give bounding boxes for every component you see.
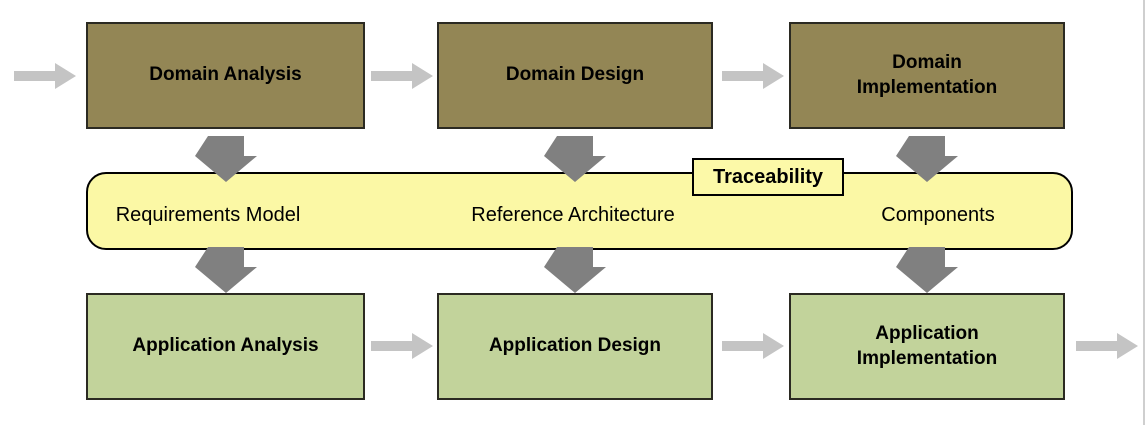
box-label: Application Analysis bbox=[132, 335, 319, 357]
right-arrow-icon bbox=[722, 63, 784, 89]
band-item-components: Components bbox=[881, 204, 995, 226]
box-label: Domain Implementation bbox=[856, 51, 998, 98]
band-item-requirements-model: Requirements Model bbox=[115, 204, 301, 226]
box-label: Domain Analysis bbox=[149, 64, 302, 86]
down-arrow-icon bbox=[896, 247, 958, 293]
right-arrow-icon bbox=[371, 63, 433, 89]
box-label: Application Design bbox=[488, 335, 662, 357]
box-label: Application Implementation bbox=[856, 322, 998, 369]
down-arrow-icon bbox=[544, 247, 606, 293]
right-arrow-icon bbox=[14, 63, 76, 89]
traceability-tag-label: Traceability bbox=[712, 165, 824, 188]
page-right-border bbox=[1143, 0, 1145, 425]
down-arrow-icon bbox=[896, 136, 958, 182]
domain-implementation-box: Domain Implementation bbox=[789, 22, 1065, 129]
band-item-reference-architecture: Reference Architecture bbox=[471, 204, 675, 226]
box-label: Domain Design bbox=[505, 64, 645, 86]
application-design-box: Application Design bbox=[437, 293, 713, 400]
domain-analysis-box: Domain Analysis bbox=[86, 22, 365, 129]
right-arrow-icon bbox=[1076, 333, 1138, 359]
right-arrow-icon bbox=[371, 333, 433, 359]
application-implementation-box: Application Implementation bbox=[789, 293, 1065, 400]
right-arrow-icon bbox=[722, 333, 784, 359]
application-analysis-box: Application Analysis bbox=[86, 293, 365, 400]
domain-design-box: Domain Design bbox=[437, 22, 713, 129]
down-arrow-icon bbox=[195, 136, 257, 182]
down-arrow-icon bbox=[544, 136, 606, 182]
traceability-tag: Traceability bbox=[692, 158, 844, 196]
down-arrow-icon bbox=[195, 247, 257, 293]
